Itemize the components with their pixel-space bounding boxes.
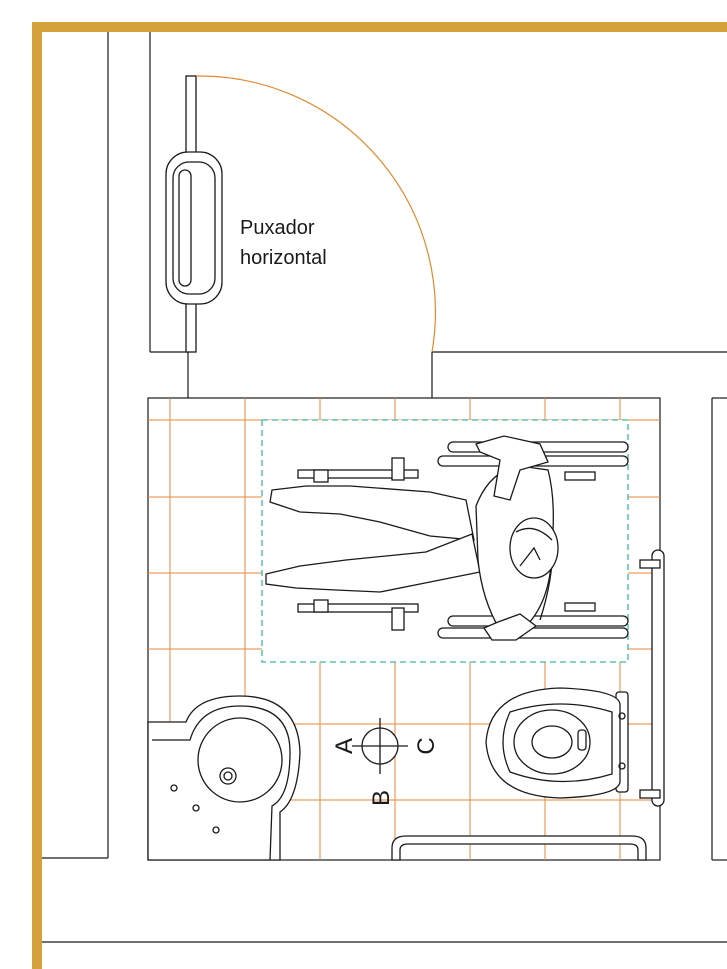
wheelchair-user-icon (265, 435, 629, 641)
door-swing-arc (195, 75, 437, 353)
axis-label-c: C (413, 737, 440, 754)
handle-label-line2: horizontal (240, 247, 327, 269)
axis-label-b: B (368, 790, 395, 806)
frame-left (32, 22, 42, 969)
washbasin-icon (147, 695, 301, 861)
frame-top (32, 22, 727, 32)
axis-label-a: A (331, 738, 358, 754)
handle-label-line1: Puxador (240, 217, 315, 239)
bottom-grab-bar (391, 835, 647, 861)
floor-drain-icon (352, 718, 408, 774)
door-handle-icon (165, 151, 223, 305)
grab-bar-icon (639, 549, 665, 807)
toilet-icon (485, 687, 629, 799)
walls (42, 32, 727, 943)
